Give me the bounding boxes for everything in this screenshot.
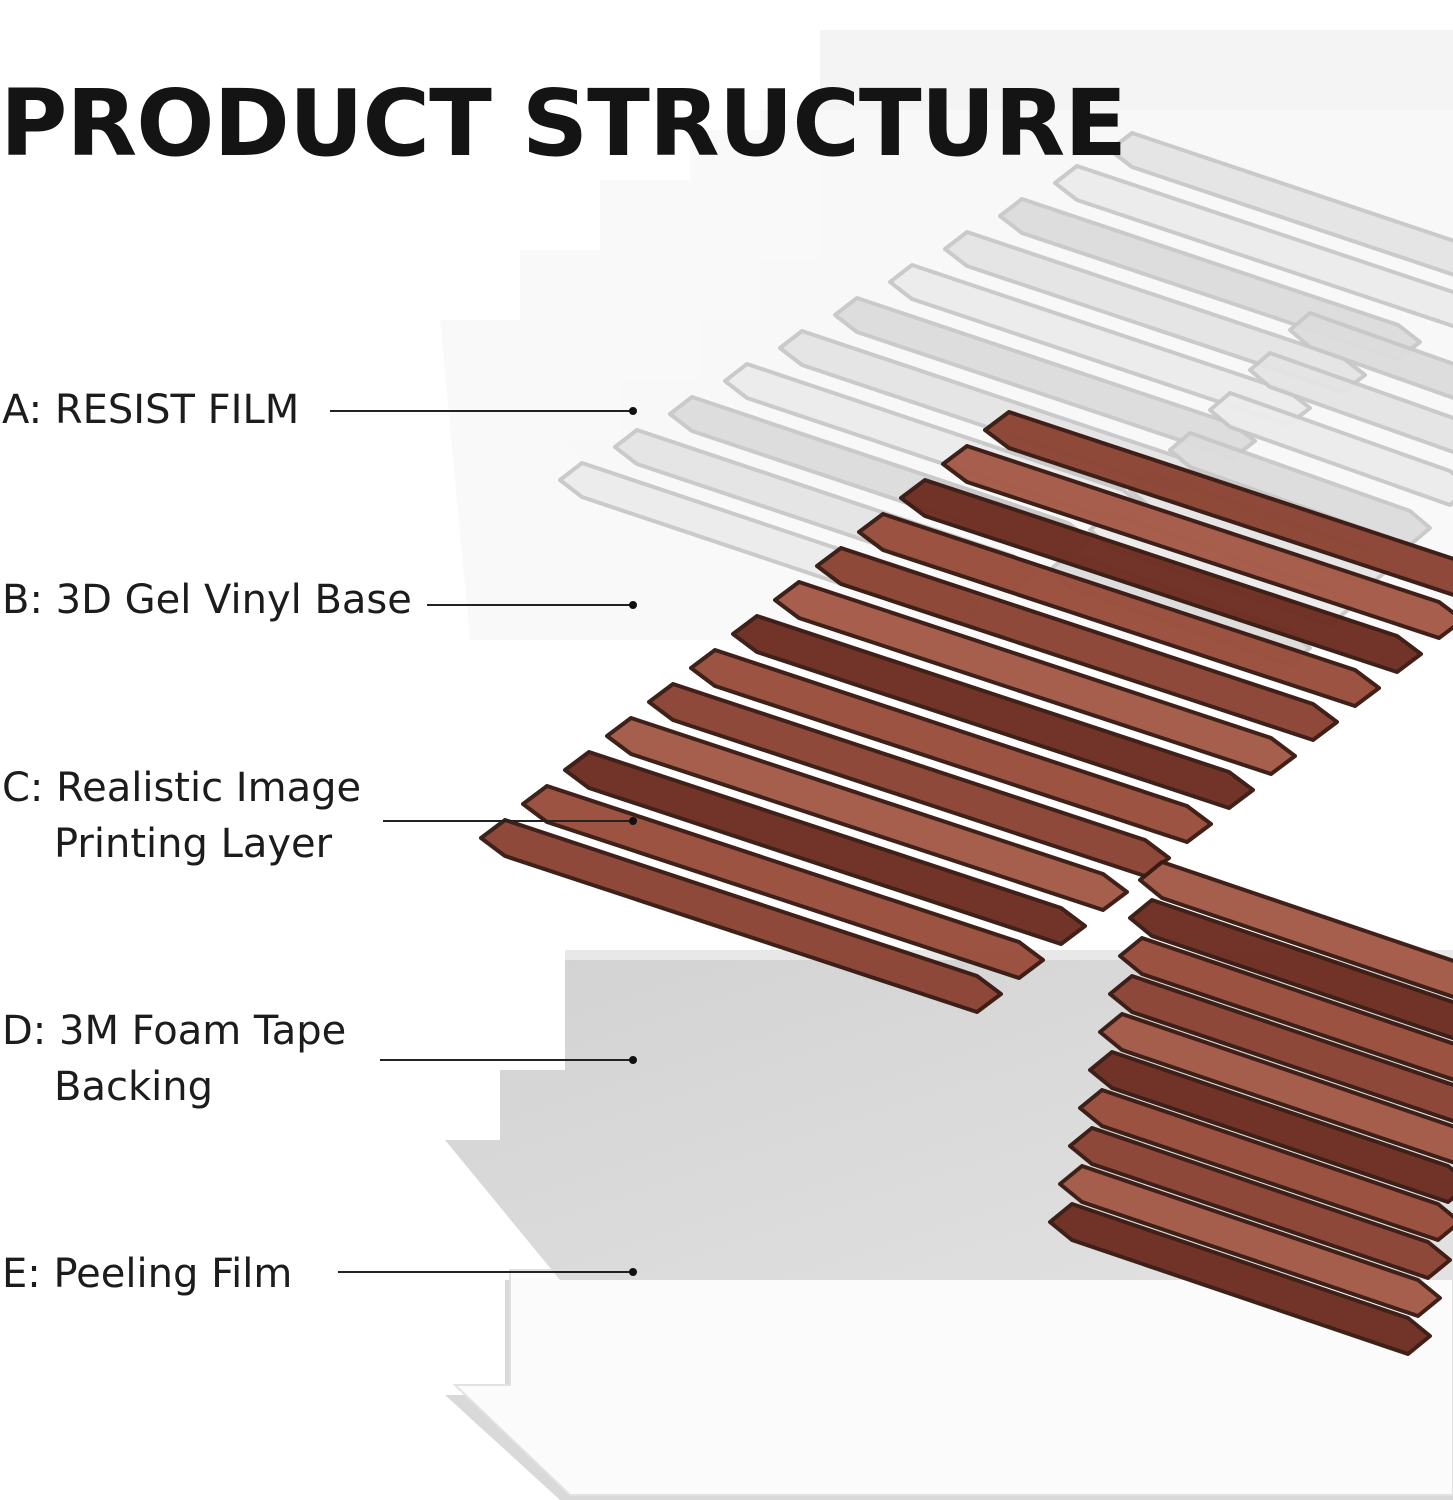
leader-line-c (383, 820, 632, 822)
printed-tile (563, 750, 1087, 946)
gel-tile (1108, 131, 1453, 277)
layer-label-c-line1: C: Realistic Image (2, 765, 362, 811)
layer-label-d-line1: D: 3M Foam Tape (2, 1008, 347, 1054)
printed-tile (647, 682, 1171, 878)
printed-tile (1058, 1164, 1442, 1318)
layer-label-c-line2: Printing Layer (54, 821, 333, 867)
printed-tile (605, 716, 1129, 912)
gel-tile (888, 263, 1312, 427)
printed-tile-layer (479, 410, 1453, 1356)
layer-label-e: E: Peeling Film (2, 1246, 292, 1302)
gel-tile (1053, 164, 1453, 328)
leader-line-b (427, 604, 632, 606)
printed-tile (521, 784, 1045, 980)
gel-tile (943, 230, 1367, 394)
gel-tile (1208, 391, 1453, 507)
printed-tile (1088, 1050, 1453, 1204)
printed-tile (815, 546, 1339, 742)
gel-tile (1288, 311, 1453, 400)
leader-dot-d (629, 1056, 637, 1064)
printed-tile (1138, 860, 1453, 999)
printed-tile (1128, 898, 1453, 1041)
printed-tile (1068, 1126, 1452, 1280)
leader-line-a (330, 410, 632, 412)
leader-dot-c (629, 817, 637, 825)
layer-label-c: C: Realistic Image Printing Layer (2, 760, 361, 872)
layer-label-d-line2: Backing (54, 1064, 213, 1110)
leader-dot-a (629, 407, 637, 415)
printed-tile (941, 444, 1453, 640)
gel-tile (1168, 431, 1432, 547)
leader-line-d (380, 1059, 632, 1061)
printed-tile (1118, 936, 1453, 1082)
layer-label-a-text: A: RESIST FILM (2, 387, 300, 433)
printed-tile (983, 410, 1453, 597)
leader-line-e (338, 1271, 632, 1273)
gel-tile (1248, 351, 1453, 455)
printed-tile (1048, 1202, 1432, 1356)
layer-label-b: B: 3D Gel Vinyl Base (2, 572, 412, 628)
layer-label-b-text: B: 3D Gel Vinyl Base (2, 577, 412, 623)
printed-tile (773, 580, 1297, 776)
printed-tile (1098, 1012, 1453, 1165)
layer-label-a: A: RESIST FILM (2, 382, 299, 438)
printed-tile (1078, 1088, 1453, 1242)
printed-tile (899, 478, 1423, 674)
leader-dot-e (629, 1268, 637, 1276)
layer-label-d: D: 3M Foam Tape Backing (2, 1003, 346, 1115)
page-title: PRODUCT STRUCTURE (0, 70, 1127, 177)
printed-tile (731, 614, 1255, 810)
printed-tile (1108, 974, 1453, 1124)
printed-tile (689, 648, 1213, 844)
layer-label-e-text: E: Peeling Film (2, 1251, 293, 1297)
leader-dot-b (629, 601, 637, 609)
printed-tile (857, 512, 1381, 708)
gel-tile (833, 296, 1257, 460)
